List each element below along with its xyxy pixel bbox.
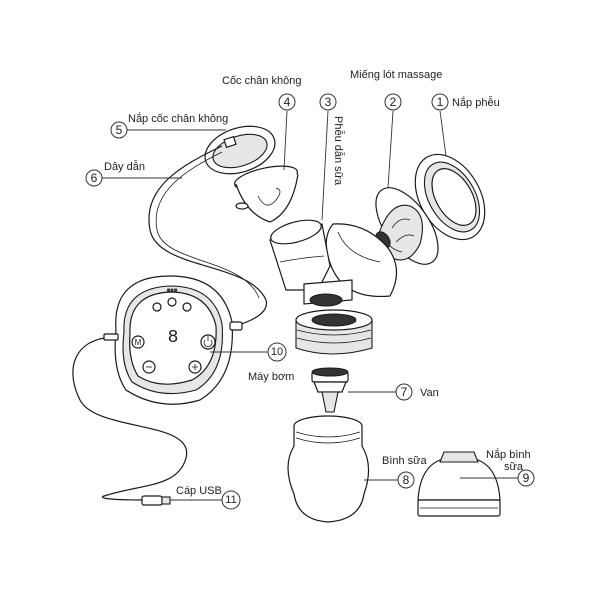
milk-bottle-part bbox=[287, 415, 370, 523]
pump-button-1[interactable] bbox=[152, 302, 162, 312]
label-tube: Dây dẫn bbox=[104, 160, 145, 173]
callout-5 bbox=[110, 121, 128, 139]
callout-7 bbox=[395, 383, 413, 401]
callout-5-number: 5 bbox=[116, 123, 123, 137]
usb-connector-tip bbox=[161, 496, 171, 505]
label-bottle-cap-line1: Nắp bình bbox=[486, 448, 531, 461]
label-funnel-cap: Nắp phễu bbox=[452, 96, 500, 109]
callout-1 bbox=[431, 93, 449, 111]
pump-button-2[interactable] bbox=[167, 297, 177, 307]
funnel-cap-part bbox=[414, 153, 486, 241]
vacuum-cup-part bbox=[234, 165, 299, 223]
label-milk-funnel: Phễu dẫn sữa bbox=[332, 116, 345, 186]
callout-3-number: 3 bbox=[325, 95, 332, 109]
callout-9 bbox=[517, 469, 535, 487]
callout-2 bbox=[384, 93, 402, 111]
usb-cable-part bbox=[72, 337, 188, 501]
callout-6-number: 6 bbox=[91, 171, 98, 185]
label-milk-bottle: Bình sữa bbox=[382, 455, 428, 467]
callout-1-number: 1 bbox=[437, 95, 444, 109]
power-icon bbox=[203, 336, 213, 348]
callout-8 bbox=[397, 471, 415, 489]
label-bottle-cap-line2: sữa bbox=[504, 461, 524, 473]
tube-part-inner bbox=[155, 151, 260, 299]
callout-3 bbox=[319, 93, 337, 111]
callout-6 bbox=[85, 169, 103, 187]
mode-button[interactable] bbox=[131, 335, 145, 349]
power-button[interactable] bbox=[200, 334, 216, 350]
callout-9-number: 9 bbox=[523, 471, 530, 485]
pump-button-3[interactable] bbox=[182, 302, 192, 312]
plus-icon bbox=[192, 364, 198, 370]
valve-part bbox=[311, 367, 349, 413]
usb-connector bbox=[141, 495, 163, 506]
callout-11-number: 11 bbox=[225, 494, 236, 506]
callout-8-number: 8 bbox=[403, 473, 410, 487]
massage-pad-part bbox=[375, 187, 439, 265]
callout-2-number: 2 bbox=[390, 95, 397, 109]
callout-10 bbox=[267, 342, 287, 362]
milk-funnel-part bbox=[269, 219, 398, 355]
label-pump: Máy bơm bbox=[248, 371, 294, 383]
label-vacuum-cup: Cốc chân không bbox=[222, 75, 302, 87]
callout-11 bbox=[221, 490, 241, 510]
callout-4 bbox=[278, 93, 296, 111]
pump-top-buttons bbox=[152, 297, 192, 312]
vacuum-cup-lid-part bbox=[204, 125, 276, 175]
pump-digit-display: 8 bbox=[168, 328, 179, 348]
usb-plug-pump-side bbox=[103, 333, 119, 341]
label-vacuum-cup-lid: Nắp cốc chân không bbox=[128, 112, 228, 125]
callout-4-number: 4 bbox=[284, 95, 291, 109]
label-valve: Van bbox=[420, 387, 439, 399]
bottle-cap-part bbox=[417, 451, 501, 517]
pump-level-dots: ■■■ bbox=[167, 288, 178, 294]
callout-10-number: 10 bbox=[271, 346, 283, 358]
mode-button-label: M bbox=[135, 338, 142, 347]
callout-7-number: 7 bbox=[401, 385, 408, 399]
label-massage-pad: Miếng lót massage bbox=[350, 69, 442, 81]
label-usb-cable: Cáp USB bbox=[176, 485, 222, 497]
